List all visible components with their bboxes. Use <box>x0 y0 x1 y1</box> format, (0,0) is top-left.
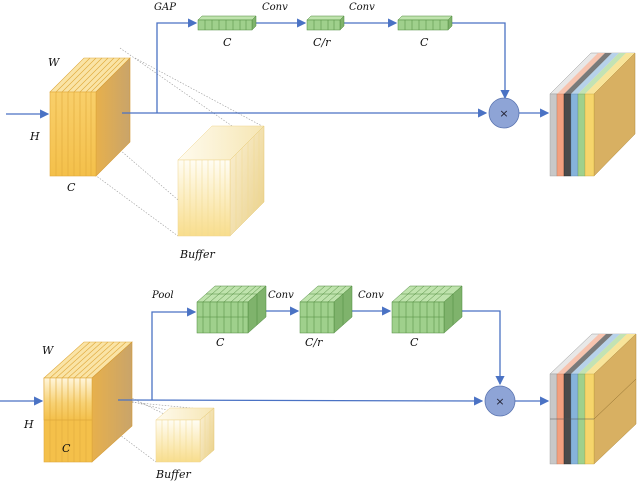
bottom-op-3-label: Conv <box>358 290 384 301</box>
bottom-residual-arrow <box>117 396 484 406</box>
top-op-3-size: C <box>420 36 429 49</box>
bottom-input-feature-map <box>43 341 133 463</box>
bottom-conv-expand-block <box>391 285 463 334</box>
bottom-output-feature-map <box>549 333 637 465</box>
bottom-buffer-label: Buffer <box>155 468 191 481</box>
bottom-multiply-node <box>484 385 516 417</box>
bottom-op-3-size: C <box>410 336 419 349</box>
bottom-op-1-label: Pool <box>151 290 174 301</box>
top-multiply-symbol: × <box>499 107 508 120</box>
bottom-op-1-size: C <box>216 336 225 349</box>
bottom-multiply-symbol: × <box>495 395 504 408</box>
top-channels-label: C <box>67 181 76 194</box>
bottom-branch-arrow <box>151 307 197 400</box>
bottom-panel: W H C Buffer <box>0 285 637 481</box>
bottom-pool-block <box>196 285 267 334</box>
bottom-to-multiply-arrow <box>462 310 505 386</box>
bottom-width-label: W <box>42 344 55 357</box>
bottom-channels-label: C <box>62 442 71 455</box>
top-op-1-label: GAP <box>154 2 176 13</box>
top-to-multiply-arrow <box>452 22 510 100</box>
top-branch-arrow <box>156 18 198 113</box>
bottom-flow <box>0 306 550 406</box>
top-buffer-label: Buffer <box>179 248 215 261</box>
bottom-height-label: H <box>23 418 34 431</box>
top-op-2-size: C/r <box>313 36 331 49</box>
top-flow <box>6 18 550 119</box>
top-buffer <box>177 125 265 237</box>
top-op-1-size: C <box>223 36 232 49</box>
top-multiply-node <box>488 97 520 129</box>
top-op-3-label: Conv <box>349 2 375 13</box>
top-buffer-guides <box>94 47 263 237</box>
top-width-label: W <box>48 56 61 69</box>
bottom-op-2-size: C/r <box>305 336 323 349</box>
top-conv-expand-block <box>397 15 453 31</box>
bottom-conv-reduce-block <box>299 285 353 334</box>
top-input-feature-map <box>49 57 131 177</box>
top-panel: W H C Buffer <box>6 2 636 261</box>
top-height-label: H <box>29 130 40 143</box>
top-output-feature-map <box>549 52 636 177</box>
bottom-op-2-label: Conv <box>268 290 294 301</box>
top-gap-block <box>197 15 257 31</box>
top-op-2-label: Conv <box>262 2 288 13</box>
top-conv-reduce-block <box>306 15 345 31</box>
bottom-buffer <box>155 407 215 463</box>
